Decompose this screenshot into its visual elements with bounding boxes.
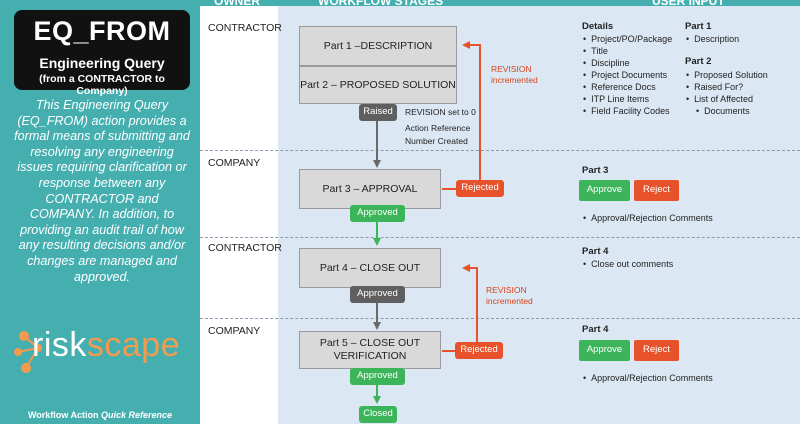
details-item: Project Documents xyxy=(583,69,672,81)
part4-input-list: Close out comments xyxy=(583,258,673,270)
action-direction-note: (from a CONTRACTOR to Company) xyxy=(39,73,165,97)
details-item: Reference Docs xyxy=(583,81,672,93)
column-header-bar xyxy=(200,0,800,6)
header-owner: OWNER xyxy=(214,0,260,8)
details-item: Title xyxy=(583,45,672,57)
approved-pill-part3: Approved xyxy=(350,205,405,222)
rejected-pill-part5: Rejected xyxy=(455,342,503,359)
stage-part4-label: Part 4 – CLOSE OUT xyxy=(319,261,421,274)
owner-contractor-1: CONTRACTOR xyxy=(208,22,282,34)
details-item: Field Facility Codes xyxy=(583,105,672,117)
part4-input-heading: Part 4 xyxy=(582,246,609,257)
action-reference-note-1: Action Reference xyxy=(405,123,471,133)
closed-pill: Closed xyxy=(359,406,397,423)
lane-divider xyxy=(200,318,800,319)
approve-button-part3[interactable]: Approve xyxy=(579,180,630,201)
owner-company-1: COMPANY xyxy=(208,157,261,169)
part5-input-item: Approval/Rejection Comments xyxy=(583,372,713,384)
stage-part5-label-line2: VERIFICATION xyxy=(333,350,407,362)
lane-divider xyxy=(200,237,800,238)
part3-input-list: Approval/Rejection Comments xyxy=(583,212,713,224)
stage-part2-proposed-solution: Part 2 – PROPOSED SOLUTION xyxy=(299,66,457,104)
action-title: EQ_FROM xyxy=(33,16,171,46)
approved-pill-part4: Approved xyxy=(350,286,405,303)
stage-part3-approval: Part 3 – APPROVAL xyxy=(299,169,441,209)
part2-input-list: Proposed Solution Raised For? List of Af… xyxy=(686,69,768,117)
raised-pill: Raised xyxy=(359,104,397,121)
owner-company-2: COMPANY xyxy=(208,325,261,337)
stage-part4-close-out: Part 4 – CLOSE OUT xyxy=(299,248,441,288)
part2-input-item: List of Affected xyxy=(686,93,768,105)
riskscape-logo: riskscape xyxy=(12,322,192,382)
revision-incremented-note-a1: REVISION xyxy=(491,64,532,74)
part5-input-list: Approval/Rejection Comments xyxy=(583,372,713,384)
logo-wordmark: riskscape xyxy=(32,326,180,365)
part2-input-item: Proposed Solution xyxy=(686,69,768,81)
part1-input-item: Description xyxy=(686,33,739,45)
part4-input-item: Close out comments xyxy=(583,258,673,270)
action-subtitle: Engineering Query xyxy=(39,55,165,71)
rejected-pill-part3: Rejected xyxy=(456,180,504,197)
revision-incremented-note-b2: incremented xyxy=(486,296,533,306)
footer-prefix: Workflow Action xyxy=(27,410,101,420)
action-reference-note-2: Number Created xyxy=(405,136,468,146)
part3-input-item: Approval/Rejection Comments xyxy=(583,212,713,224)
approved-pill-part5: Approved xyxy=(350,368,405,385)
stage-part1-label: Part 1 –DESCRIPTION xyxy=(323,39,433,52)
revision-incremented-note-a2: incremented xyxy=(491,75,538,85)
left-info-panel: EQ_FROM Engineering Query (from a CONTRA… xyxy=(0,0,200,424)
title-box: EQ_FROM Engineering Query (from a CONTRA… xyxy=(14,10,190,97)
details-item: ITP Line Items xyxy=(583,93,672,105)
approve-button-part5[interactable]: Approve xyxy=(579,340,630,361)
footer-italic: Quick Reference xyxy=(100,410,173,420)
part2-input-item: Documents xyxy=(686,105,768,117)
stage-part5-label-line1: Part 5 – CLOSE OUT xyxy=(319,337,421,349)
part2-input-heading: Part 2 xyxy=(685,56,712,67)
part3-input-heading: Part 3 xyxy=(582,165,609,176)
footer-caption: Workflow Action Quick Reference xyxy=(0,410,200,420)
revision-set-note: REVISION set to 0 xyxy=(405,107,476,117)
header-user-input: USER INPUT xyxy=(652,0,725,8)
stage-part3-label: Part 3 – APPROVAL xyxy=(322,182,418,195)
details-list: Project/PO/Package Title Discipline Proj… xyxy=(583,33,672,117)
revision-incremented-note-b1: REVISION xyxy=(486,285,527,295)
part2-input-item: Raised For? xyxy=(686,81,768,93)
details-heading: Details xyxy=(582,21,614,32)
part5-input-heading: Part 4 xyxy=(582,324,609,335)
stage-part1-description: Part 1 –DESCRIPTION xyxy=(299,26,457,66)
details-item: Discipline xyxy=(583,57,672,69)
logo-network-icon xyxy=(14,331,42,373)
details-item: Project/PO/Package xyxy=(583,33,672,45)
owner-contractor-2: CONTRACTOR xyxy=(208,242,282,254)
lane-divider xyxy=(200,150,800,151)
action-description: This Engineering Query (EQ_FROM) action … xyxy=(14,98,190,284)
logo-text-part1: risk xyxy=(32,326,87,364)
part1-input-heading: Part 1 xyxy=(685,21,712,32)
reject-button-part5[interactable]: Reject xyxy=(634,340,679,361)
stage-part2-label: Part 2 – PROPOSED SOLUTION xyxy=(300,78,456,91)
logo-text-part2: scape xyxy=(86,326,181,364)
header-workflow-stages: WORKFLOW STAGES xyxy=(318,0,444,8)
stage-part5-close-out-verification: Part 5 – CLOSE OUT VERIFICATION xyxy=(299,331,441,369)
part1-input-list: Description xyxy=(686,33,739,45)
reject-button-part3[interactable]: Reject xyxy=(634,180,679,201)
